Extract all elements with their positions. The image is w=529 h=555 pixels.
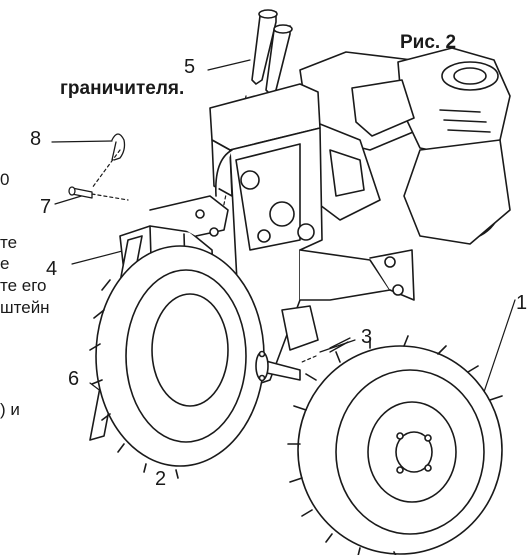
callout-2: 2 bbox=[155, 468, 167, 490]
right-wheel-part-1 bbox=[287, 335, 503, 555]
body-text-fragment: те bbox=[0, 233, 18, 252]
body-text-fragment: те его bbox=[0, 276, 47, 295]
callout-3: 3 bbox=[361, 326, 373, 348]
callout-4: 4 bbox=[46, 258, 58, 280]
callout-8: 8 bbox=[30, 128, 42, 150]
axle-hub bbox=[255, 350, 301, 382]
figure-label: Рис. 2 bbox=[400, 32, 457, 53]
callout-7: 7 bbox=[40, 196, 52, 218]
bolt-part-7 bbox=[68, 186, 93, 199]
pins-part-5 bbox=[251, 9, 293, 95]
callout-6: 6 bbox=[68, 368, 80, 390]
body-text-fragment: е bbox=[0, 254, 10, 273]
body-text-fragment: штейн bbox=[0, 298, 50, 317]
body-text-fragment: ) и bbox=[0, 400, 20, 419]
cotter-pin-part-8 bbox=[111, 133, 126, 161]
section-heading-fragment: граничителя. bbox=[60, 78, 185, 99]
engine bbox=[299, 47, 511, 245]
callout-5: 5 bbox=[184, 56, 196, 78]
body-text-fragment: 0 bbox=[0, 170, 10, 189]
left-wheel bbox=[89, 245, 265, 479]
callout-1: 1 bbox=[516, 292, 528, 314]
axle-pin-part-3 bbox=[329, 337, 351, 353]
